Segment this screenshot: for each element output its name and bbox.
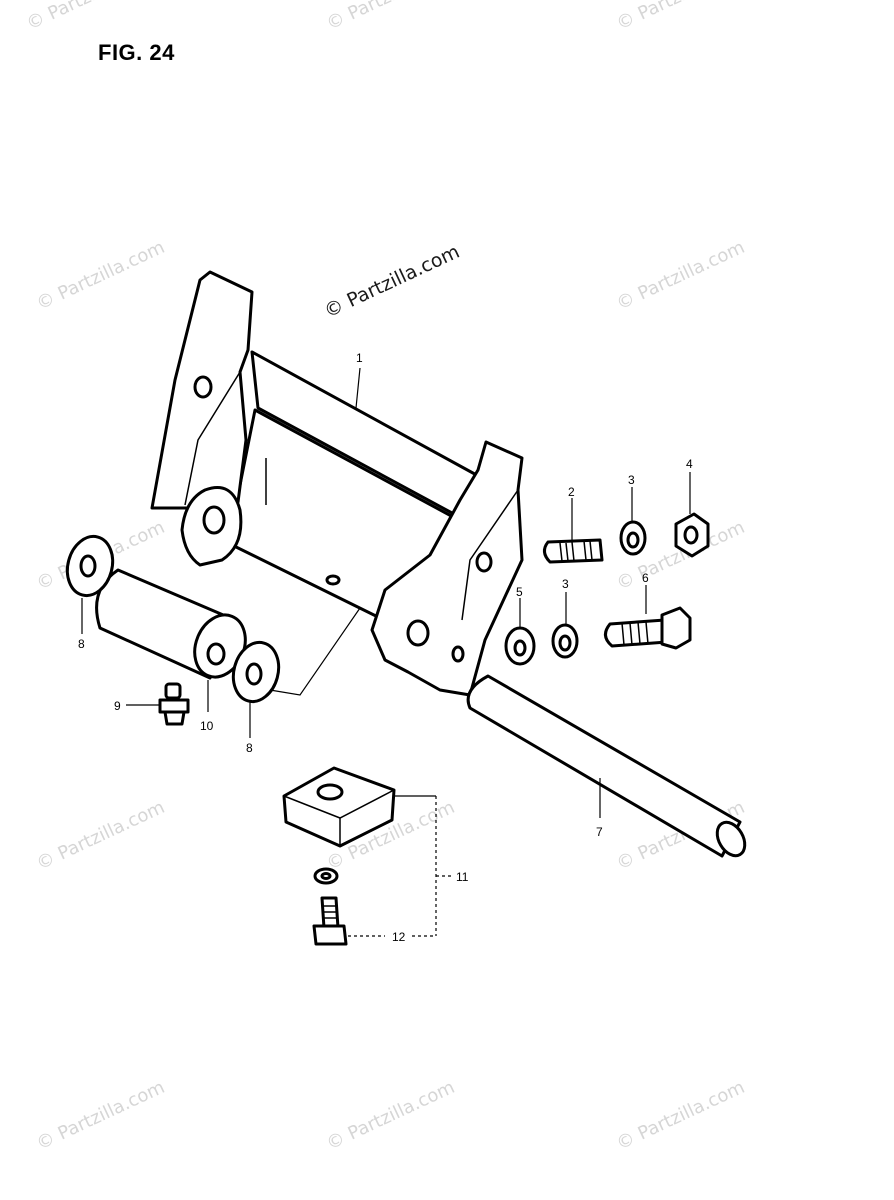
bolt-part bbox=[604, 606, 692, 650]
watermark-text: © Partzilla.com bbox=[613, 1077, 748, 1155]
shaft-part bbox=[466, 674, 747, 858]
washer-part bbox=[65, 534, 115, 598]
screw-part bbox=[312, 896, 348, 946]
watermark-text: © Partzilla.com bbox=[323, 1077, 458, 1155]
leader-lines bbox=[81, 367, 691, 937]
callout-3: 3 bbox=[628, 473, 635, 487]
callout-labels: 1 2 3 4 5 3 6 7 8 8 9 10 11 12 bbox=[78, 351, 693, 944]
lock-washer-part bbox=[619, 520, 647, 556]
watermark-text: © Partzilla.com bbox=[33, 1077, 168, 1155]
lock-washer-part bbox=[551, 623, 579, 659]
watermark-featured: © Partzilla.com bbox=[321, 241, 463, 323]
callout-7: 7 bbox=[596, 825, 603, 839]
watermark-text: © Partzilla.com bbox=[613, 0, 748, 35]
callout-6: 6 bbox=[642, 571, 649, 585]
washer-part bbox=[504, 626, 536, 666]
callout-1: 1 bbox=[356, 351, 363, 365]
callout-8: 8 bbox=[78, 637, 85, 651]
watermark-text: © Partzilla.com bbox=[33, 797, 168, 875]
bracket-part bbox=[150, 270, 524, 697]
callout-12: 12 bbox=[392, 930, 406, 944]
watermark-text: © Partzilla.com bbox=[323, 0, 458, 35]
collar-part bbox=[95, 568, 247, 680]
figure-title: FIG. 24 bbox=[98, 40, 175, 65]
nut-part bbox=[674, 512, 710, 558]
callout-3: 3 bbox=[562, 577, 569, 591]
callout-4: 4 bbox=[686, 457, 693, 471]
callout-9: 9 bbox=[114, 699, 121, 713]
washer-part bbox=[231, 640, 281, 704]
callout-11: 11 bbox=[456, 870, 469, 884]
callout-10: 10 bbox=[200, 719, 214, 733]
callout-8: 8 bbox=[246, 741, 253, 755]
watermark-text: © Partzilla.com bbox=[33, 237, 168, 315]
stud-bolt-part bbox=[543, 538, 604, 564]
watermark-text: © Partzilla.com bbox=[23, 0, 158, 35]
callout-2: 2 bbox=[568, 485, 575, 499]
watermark-text: © Partzilla.com bbox=[613, 237, 748, 315]
grease-nipple-part bbox=[158, 682, 190, 726]
block-part bbox=[282, 766, 396, 885]
callout-5: 5 bbox=[516, 585, 523, 599]
